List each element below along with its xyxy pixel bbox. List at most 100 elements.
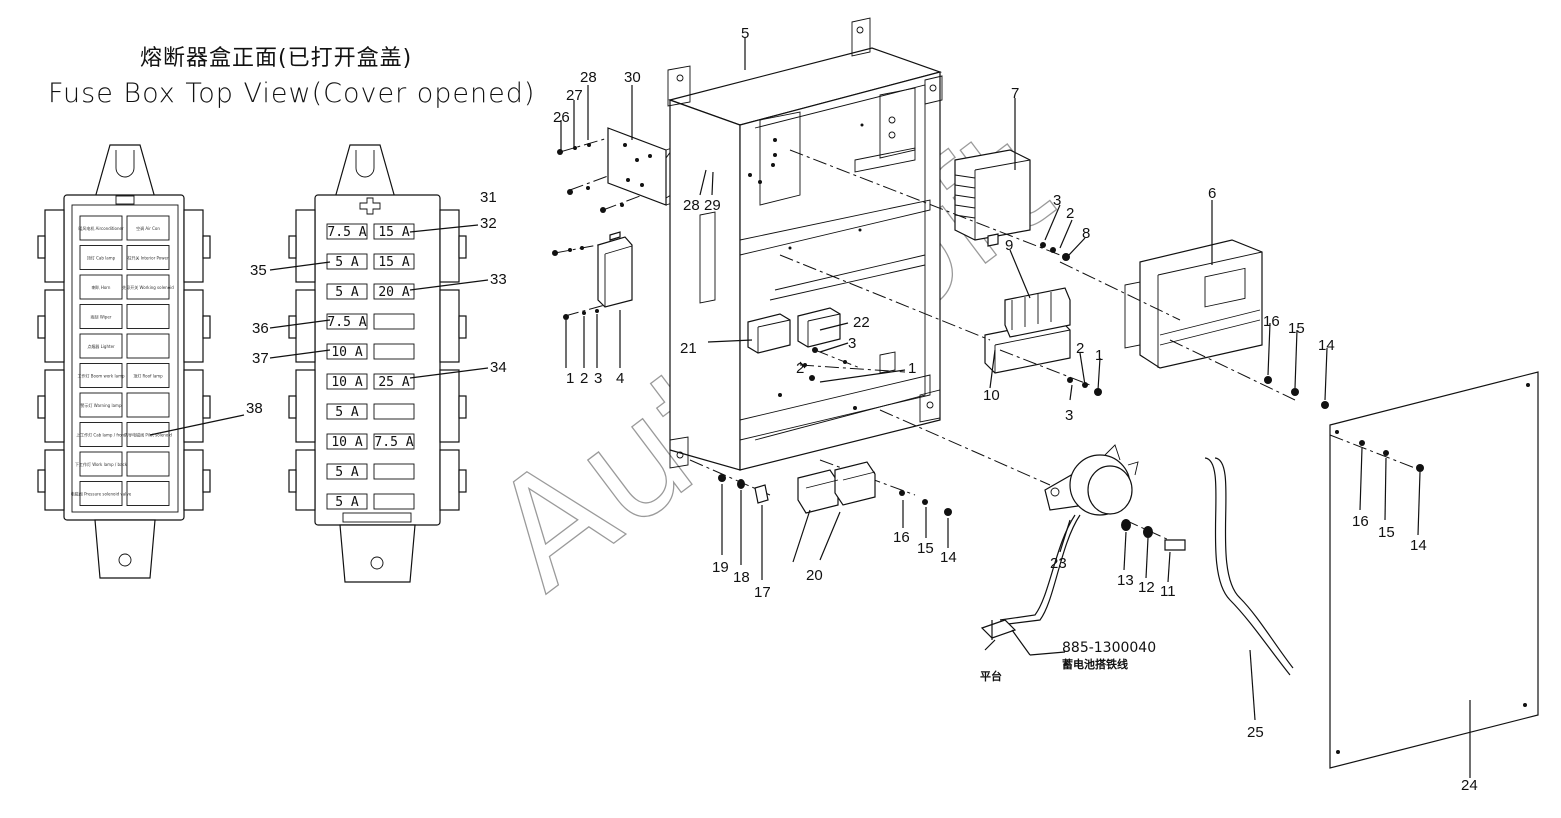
fuse-rating-label: 10 A <box>331 435 362 450</box>
fuse-circuit-label: 点烟器 Lighter <box>87 343 115 349</box>
title-chinese: 熔断器盒正面(已打开盒盖) <box>140 46 413 71</box>
callout-10: 10 <box>983 387 1000 404</box>
fuse-label-slot <box>79 215 123 241</box>
callout-2: 2 <box>580 370 588 387</box>
fuse-rating-label: 5 A <box>335 405 359 420</box>
cable-name-note: 蓄电池搭铁线 <box>1062 657 1128 671</box>
fuse-label-slot <box>126 451 170 477</box>
fuse-circuit-label: 先导电磁阀 Pilot solenoid <box>124 432 172 438</box>
callout-3b: 3 <box>848 335 856 352</box>
fuse-rating-label: 5 A <box>335 495 359 510</box>
callout-29: 29 <box>704 197 721 214</box>
fuse-slot <box>373 343 415 360</box>
fuse-label-slot <box>79 451 123 477</box>
fuse-label-slot <box>126 274 170 300</box>
fuse-rating-label: 5 A <box>335 465 359 480</box>
callout-30: 30 <box>624 69 641 86</box>
callout-13: 13 <box>1117 572 1134 589</box>
callout-31: 31 <box>480 189 497 206</box>
callout-18: 18 <box>733 569 750 586</box>
fuse-label-slot <box>126 392 170 418</box>
callout-11: 11 <box>1160 583 1176 600</box>
part-5-main-housing <box>667 17 943 471</box>
callout-1: 1 <box>566 370 574 387</box>
fuse-label-slot <box>79 333 123 359</box>
callout-38: 38 <box>246 400 263 417</box>
fuse-slot <box>326 433 368 450</box>
fuse-rating-label: 7.5 A <box>327 225 366 240</box>
callout-23: 23 <box>1050 555 1067 572</box>
fuse-slot <box>326 373 368 390</box>
callout-15b: 15 <box>1378 524 1395 541</box>
callout-2d: 2 <box>1076 340 1084 357</box>
fuse-label-slot <box>126 245 170 270</box>
fuse-label-slot <box>126 304 170 329</box>
fuse-circuit-label: 警示灯 Warning lamp <box>81 402 122 408</box>
callout-2c: 2 <box>1066 205 1074 222</box>
fuse-circuit-label: 喇叭 Horn <box>92 284 111 290</box>
title-english: Fuse Box Top View(Cover opened) <box>48 78 536 109</box>
callout-19: 19 <box>712 559 729 576</box>
fuse-slot <box>326 313 368 330</box>
callout-3d: 3 <box>1065 407 1073 424</box>
callout-32: 32 <box>480 215 497 232</box>
fuse-circuit-label: 雨刮 Wiper <box>91 314 112 320</box>
callout-15c: 15 <box>917 540 934 557</box>
callout-21: 21 <box>680 340 697 357</box>
fuse-circuit-label: 先导开关 Working solenoid <box>122 284 174 290</box>
ground-label-note: 平台 <box>980 669 1002 683</box>
part-4-relay <box>552 231 633 368</box>
fuse-rating-label: 15 A <box>378 225 409 240</box>
fuse-circuit-label: 柱开关 Interior Power <box>127 255 169 261</box>
fuse-label-slot <box>79 363 123 388</box>
fuse-rating-label: 15 A <box>378 255 409 270</box>
callout-16: 16 <box>1263 313 1280 330</box>
callout-28b: 28 <box>683 197 700 214</box>
fuse-label-slot <box>126 422 170 447</box>
leader-lines <box>149 38 1471 778</box>
fuse-label-slot <box>79 422 123 447</box>
callout-37: 37 <box>252 350 269 367</box>
callout-20: 20 <box>806 567 823 584</box>
callout-26: 26 <box>553 109 570 126</box>
callout-27: 27 <box>566 87 583 104</box>
part-30-bracket <box>557 85 731 213</box>
callout-3: 3 <box>594 370 602 387</box>
fuse-circuit-label: 电磁阀 Pressure solenoid valve <box>71 491 132 497</box>
part-21-22-relays <box>747 307 906 381</box>
callouts: 1 1 1 2 2 2 2 3 3 3 3 4 5 6 7 8 9 10 11 … <box>246 25 1478 794</box>
fuse-slot <box>326 403 368 420</box>
fuse-circuit-label: 工作灯 Boom work lamp <box>77 373 124 379</box>
fuse-slot <box>373 283 415 300</box>
fuse-slot <box>326 283 368 300</box>
callout-28: 28 <box>580 69 597 86</box>
fuse-circuit-label: 顶灯 Cab lamp <box>87 255 116 261</box>
callout-14c: 14 <box>940 549 957 566</box>
fuse-label-slot <box>126 481 170 506</box>
callout-33: 33 <box>490 271 507 288</box>
fuse-slot <box>326 223 368 240</box>
callout-1c: 1 <box>1095 347 1103 364</box>
fuse-label-slot <box>79 304 123 329</box>
fuse-label-slot <box>79 245 123 270</box>
fuse-slot <box>373 463 415 480</box>
callout-14b: 14 <box>1410 537 1427 554</box>
part-number-note: 885-1300040 <box>1062 640 1156 656</box>
callout-6: 6 <box>1208 185 1216 202</box>
fuse-slot <box>326 493 368 510</box>
fuse-rating-label: 20 A <box>378 285 409 300</box>
fuse-label-slot <box>126 333 170 359</box>
fuse-rating-label: 10 A <box>331 345 362 360</box>
callout-4: 4 <box>616 370 624 387</box>
part-9-10-relay-block <box>779 254 1102 396</box>
fuse-rating-label: 5 A <box>335 255 359 270</box>
part-24-cover-panel <box>1329 371 1539 769</box>
callout-34: 34 <box>490 359 507 376</box>
fuse-slot <box>373 433 415 450</box>
callout-5: 5 <box>741 25 749 42</box>
fuse-label-slot <box>79 481 123 506</box>
